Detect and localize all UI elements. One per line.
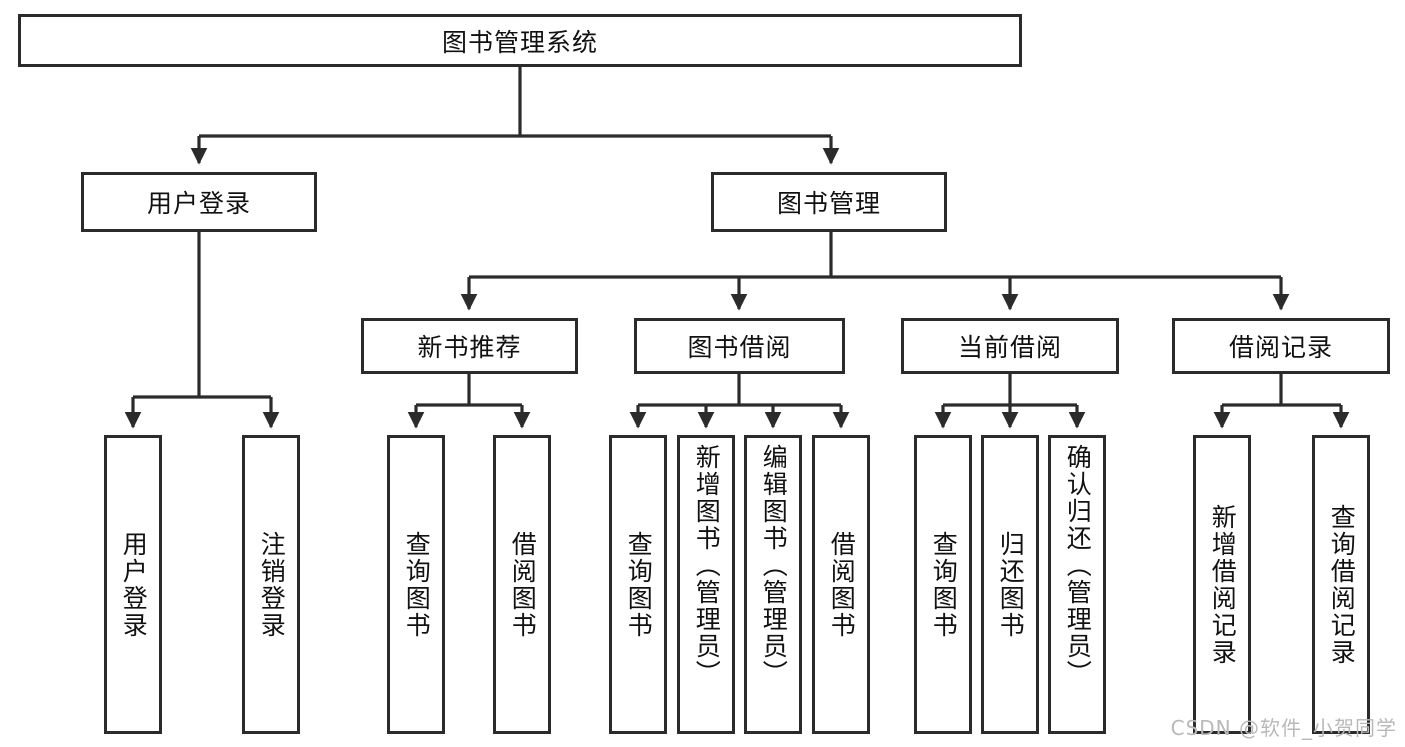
node-label: 归还图书 [996, 530, 1026, 639]
node-new-book-recommend[interactable]: 新书推荐 [361, 318, 578, 374]
node-label: 查询图书 [624, 530, 654, 639]
node-label: 图书借阅 [687, 333, 792, 362]
node-label: 图书管理 [776, 189, 881, 218]
leaf-user-logout[interactable]: 注销登录 [242, 435, 300, 734]
node-book-management[interactable]: 图书管理 [711, 172, 947, 232]
node-label: 查询图书 [929, 530, 959, 639]
node-label: 借阅图书 [508, 530, 538, 639]
node-label: 新增图书（管理员） [692, 444, 722, 687]
leaf-add-book[interactable]: 新增图书（管理员） [677, 435, 735, 734]
leaf-query-book-current[interactable]: 查询图书 [914, 435, 972, 734]
node-label: 编辑图书（管理员） [759, 444, 789, 687]
node-label: 查询图书 [402, 530, 432, 639]
leaf-confirm-return[interactable]: 确认归还（管理员） [1048, 435, 1106, 734]
leaf-user-login[interactable]: 用户登录 [104, 435, 162, 734]
watermark: CSDN @软件_小贺同学 [1170, 716, 1397, 740]
node-label: 当前借阅 [957, 333, 1062, 362]
node-book-management-system[interactable]: 图书管理系统 [18, 14, 1022, 67]
node-current-borrow[interactable]: 当前借阅 [901, 318, 1119, 374]
leaf-query-book-recommend[interactable]: 查询图书 [387, 435, 445, 734]
node-label: 查询借阅记录 [1327, 503, 1357, 666]
node-borrow-record[interactable]: 借阅记录 [1172, 318, 1390, 374]
leaf-return-book[interactable]: 归还图书 [981, 435, 1039, 734]
node-label: 图书管理系统 [441, 27, 598, 57]
node-label: 新增借阅记录 [1208, 503, 1238, 666]
leaf-borrow-book[interactable]: 借阅图书 [812, 435, 870, 734]
leaf-edit-book[interactable]: 编辑图书（管理员） [744, 435, 802, 734]
node-user-login[interactable]: 用户登录 [81, 172, 317, 232]
node-label: 用户登录 [119, 530, 149, 639]
leaf-add-borrow-record[interactable]: 新增借阅记录 [1193, 435, 1251, 734]
leaf-borrow-book-recommend[interactable]: 借阅图书 [493, 435, 551, 734]
leaf-query-borrow-record[interactable]: 查询借阅记录 [1312, 435, 1370, 734]
node-book-borrow[interactable]: 图书借阅 [634, 318, 845, 374]
node-label: 确认归还（管理员） [1063, 444, 1093, 687]
leaf-query-book-borrow[interactable]: 查询图书 [609, 435, 667, 734]
node-label: 用户登录 [146, 189, 251, 218]
node-label: 注销登录 [257, 530, 287, 639]
node-label: 借阅记录 [1228, 333, 1333, 362]
node-label: 借阅图书 [827, 530, 857, 639]
node-label: 新书推荐 [417, 333, 522, 362]
